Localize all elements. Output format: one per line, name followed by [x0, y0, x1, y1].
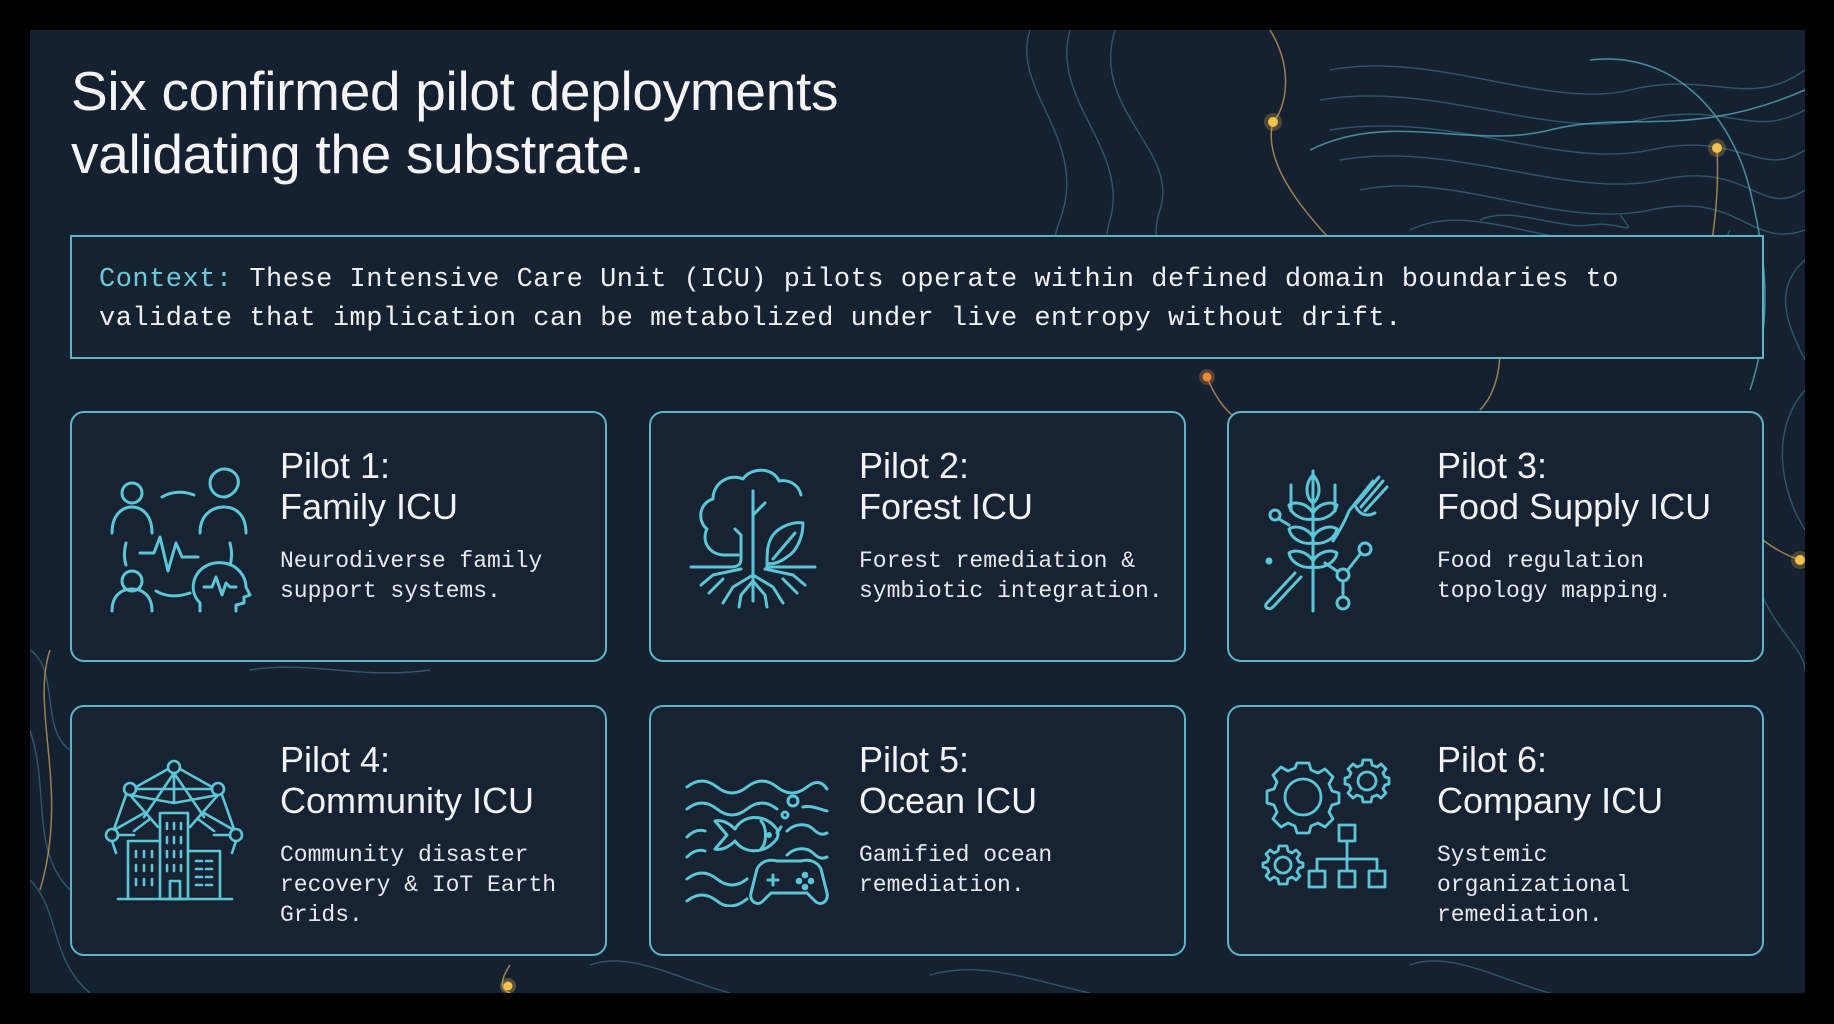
- pilot-name: Food Supply ICU: [1437, 486, 1712, 527]
- pilot-number: Pilot 4:: [280, 739, 391, 780]
- pilot-name: Ocean ICU: [859, 780, 1038, 821]
- pilot-description: Gamified ocean remediation.: [859, 842, 1053, 898]
- pilot-description: Systemic organizational remediation.: [1437, 842, 1631, 928]
- pilot-name: Forest ICU: [859, 486, 1034, 527]
- pilot-name: Community ICU: [280, 780, 535, 821]
- pilot-number: Pilot 2:: [859, 445, 970, 486]
- context-text-1: These Intensive Care Unit (ICU) pilots o…: [232, 265, 1619, 295]
- pilot-number: Pilot 6:: [1437, 739, 1548, 780]
- pilot-description: Forest remediation & symbiotic integrati…: [859, 548, 1163, 604]
- context-box: Context: These Intensive Care Unit (ICU)…: [70, 235, 1764, 359]
- network-nodes: [500, 113, 1805, 993]
- pilot-card-3: Pilot 3: Food Supply ICU Food regulation…: [1227, 411, 1764, 662]
- pilot-name: Company ICU: [1437, 780, 1664, 821]
- context-line-1: Context: These Intensive Care Unit (ICU)…: [99, 261, 1762, 300]
- pilot-number: Pilot 5:: [859, 739, 970, 780]
- pilot-card-2: Pilot 2: Forest ICU Forest remediation &…: [649, 411, 1186, 662]
- tree-roots-icon: [683, 463, 833, 613]
- gears-org-chart-icon: [1261, 757, 1411, 907]
- pilot-name: Family ICU: [280, 486, 458, 527]
- context-line-2: validate that implication can be metabol…: [99, 304, 1402, 334]
- family-heartbeat-icon: [104, 463, 254, 613]
- pilot-description: Food regulation topology mapping.: [1437, 548, 1672, 604]
- context-label: Context:: [99, 265, 233, 295]
- city-mesh-network-icon: [104, 757, 254, 907]
- ocean-fish-gamepad-icon: [683, 757, 833, 908]
- pilot-description: Community disaster recovery & IoT Earth …: [280, 842, 557, 928]
- pilot-heading: Pilot 5: Ocean ICU: [859, 739, 1037, 821]
- title-line-1: Six confirmed pilot deployments: [71, 60, 839, 122]
- title-line-2: validating the substrate.: [71, 123, 645, 185]
- pilot-heading: Pilot 3: Food Supply ICU: [1437, 445, 1711, 527]
- pilot-description: Neurodiverse family support systems.: [280, 548, 543, 604]
- pilot-heading: Pilot 4: Community ICU: [280, 739, 534, 821]
- wheat-fork-network-icon: [1261, 463, 1411, 613]
- pilot-card-5: Pilot 5: Ocean ICU Gamified ocean remedi…: [649, 705, 1186, 956]
- pilot-heading: Pilot 2: Forest ICU: [859, 445, 1033, 527]
- pilot-card-1: Pilot 1: Family ICU Neurodiverse family …: [70, 411, 607, 662]
- pilot-number: Pilot 3:: [1437, 445, 1548, 486]
- pilot-card-6: Pilot 6: Company ICU Systemic organizati…: [1227, 705, 1764, 956]
- pilot-heading: Pilot 1: Family ICU: [280, 445, 458, 527]
- slide: Six confirmed pilot deployments validati…: [30, 30, 1805, 993]
- page-title: Six confirmed pilot deployments validati…: [71, 60, 838, 186]
- pilot-number: Pilot 1:: [280, 445, 391, 486]
- pilot-card-4: Pilot 4: Community ICU Community disaste…: [70, 705, 607, 956]
- pilot-heading: Pilot 6: Company ICU: [1437, 739, 1663, 821]
